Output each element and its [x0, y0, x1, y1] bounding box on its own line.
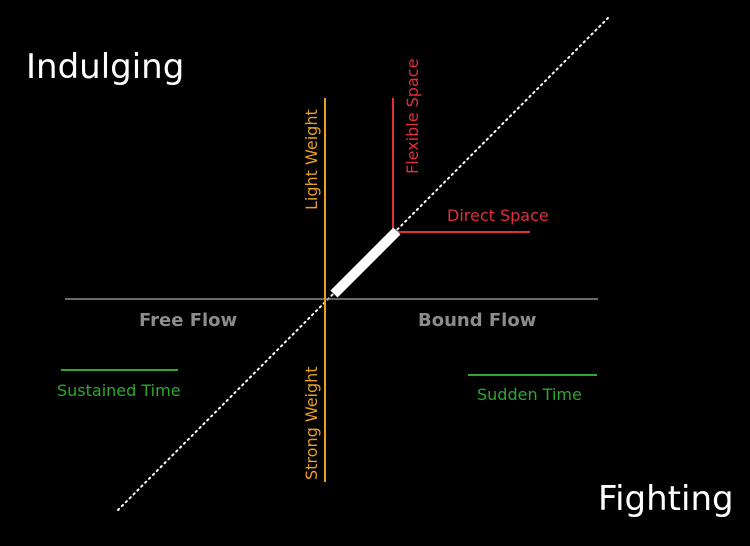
light-weight-label: Light Weight	[302, 109, 321, 210]
direct-space-label: Direct Space	[447, 206, 549, 225]
flexible-space-label: Flexible Space	[403, 58, 422, 174]
strong-weight-label: Strong Weight	[302, 366, 321, 480]
fighting-label: Fighting	[598, 479, 734, 519]
sustained-time-label: Sustained Time	[57, 381, 181, 400]
free-flow-label: Free Flow	[139, 310, 238, 331]
indulging-label: Indulging	[26, 47, 185, 87]
sudden-time-label: Sudden Time	[477, 385, 582, 404]
bound-flow-label: Bound Flow	[418, 310, 537, 331]
effort-bar	[330, 227, 401, 298]
